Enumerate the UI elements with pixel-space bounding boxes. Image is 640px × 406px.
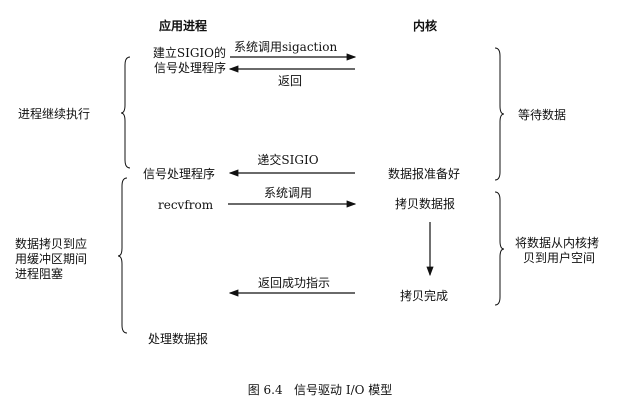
copy-to-user-line2: 贝到用户空间 (523, 250, 595, 265)
copy-to-user-line1: 将数据从内核拷 (515, 235, 599, 250)
return-label: 返回 (278, 74, 302, 88)
wait-data-label: 等待数据 (518, 107, 566, 122)
signal-handler-label: 信号处理程序 (143, 166, 215, 181)
header-app-process: 应用进程 (159, 18, 207, 33)
right-brace-wait (494, 47, 505, 181)
left-brace-blocked (117, 177, 128, 334)
process-datagram-label: 处理数据报 (148, 331, 208, 346)
blocked-label-line1: 数据拷贝到应 (15, 236, 87, 251)
copy-datagram-label: 拷贝数据报 (395, 196, 455, 211)
continue-label: 进程继续执行 (18, 106, 90, 121)
blocked-label-line3: 进程阻塞 (15, 266, 63, 281)
return-success-label: 返回成功指示 (258, 275, 330, 290)
deliver-sigio-label: 递交SIGIO (257, 152, 318, 167)
right-brace-copy (494, 191, 505, 306)
setup-label-line2: 信号处理程序 (154, 60, 226, 75)
copy-done-label: 拷贝完成 (400, 288, 448, 303)
sigaction-call-label: 系统调用sigaction (234, 40, 337, 54)
header-kernel: 内核 (413, 18, 437, 33)
blocked-label-line2: 用缓冲区期间 (15, 251, 87, 266)
recv-syscall-label: 系统调用 (264, 186, 312, 200)
figure-caption: 图 6.4 信号驱动 I/O 模型 (248, 383, 393, 397)
left-brace-continue (120, 56, 131, 169)
setup-label-line1: 建立SIGIO的 (153, 45, 226, 60)
recvfrom-label: recvfrom (158, 198, 214, 212)
datagram-ready-label: 数据报准备好 (388, 166, 460, 181)
